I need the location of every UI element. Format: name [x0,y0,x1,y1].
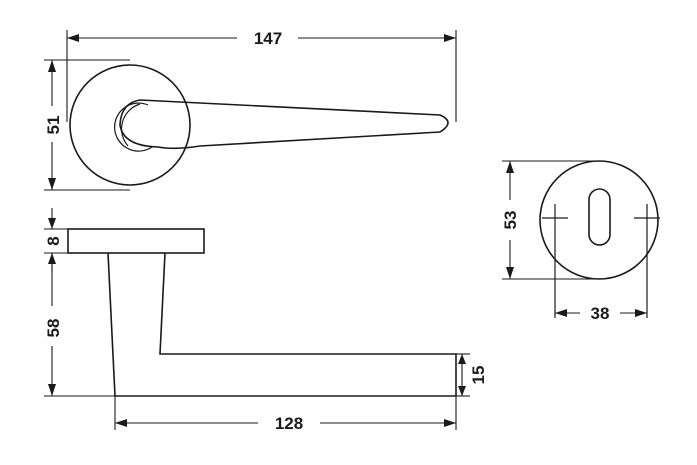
lever-outline [119,99,449,150]
dim-label-53: 53 [501,211,520,230]
lever-side-profile [107,252,457,397]
side-view [67,228,457,397]
dim-escutcheon-fixing: 38 [555,304,647,323]
rose-outline [69,64,191,186]
dim-rose-thickness: 8 [44,208,68,272]
dim-overall-length: 147 [66,29,457,122]
lever-neck-inner [120,103,141,147]
rose-side-profile [67,228,205,254]
dim-handle-height: 58 [44,253,115,397]
dim-label-15: 15 [469,366,488,385]
escutcheon-view [539,160,660,318]
dim-label-147: 147 [254,29,282,48]
dim-label-58: 58 [44,319,63,338]
dim-lever-thickness: 15 [456,353,488,397]
dim-rose-diameter: 51 [44,59,130,191]
top-view [69,64,449,186]
lever-neck-curve [114,102,153,152]
dim-label-8: 8 [44,236,63,245]
dim-label-38: 38 [591,304,610,323]
dim-label-51: 51 [44,116,63,135]
dim-lever-projection: 128 [114,396,457,433]
dim-escutcheon-diameter: 53 [501,160,599,280]
keyhole-slot [588,188,611,246]
dim-label-128: 128 [275,414,303,433]
escutcheon-outline [539,160,659,280]
